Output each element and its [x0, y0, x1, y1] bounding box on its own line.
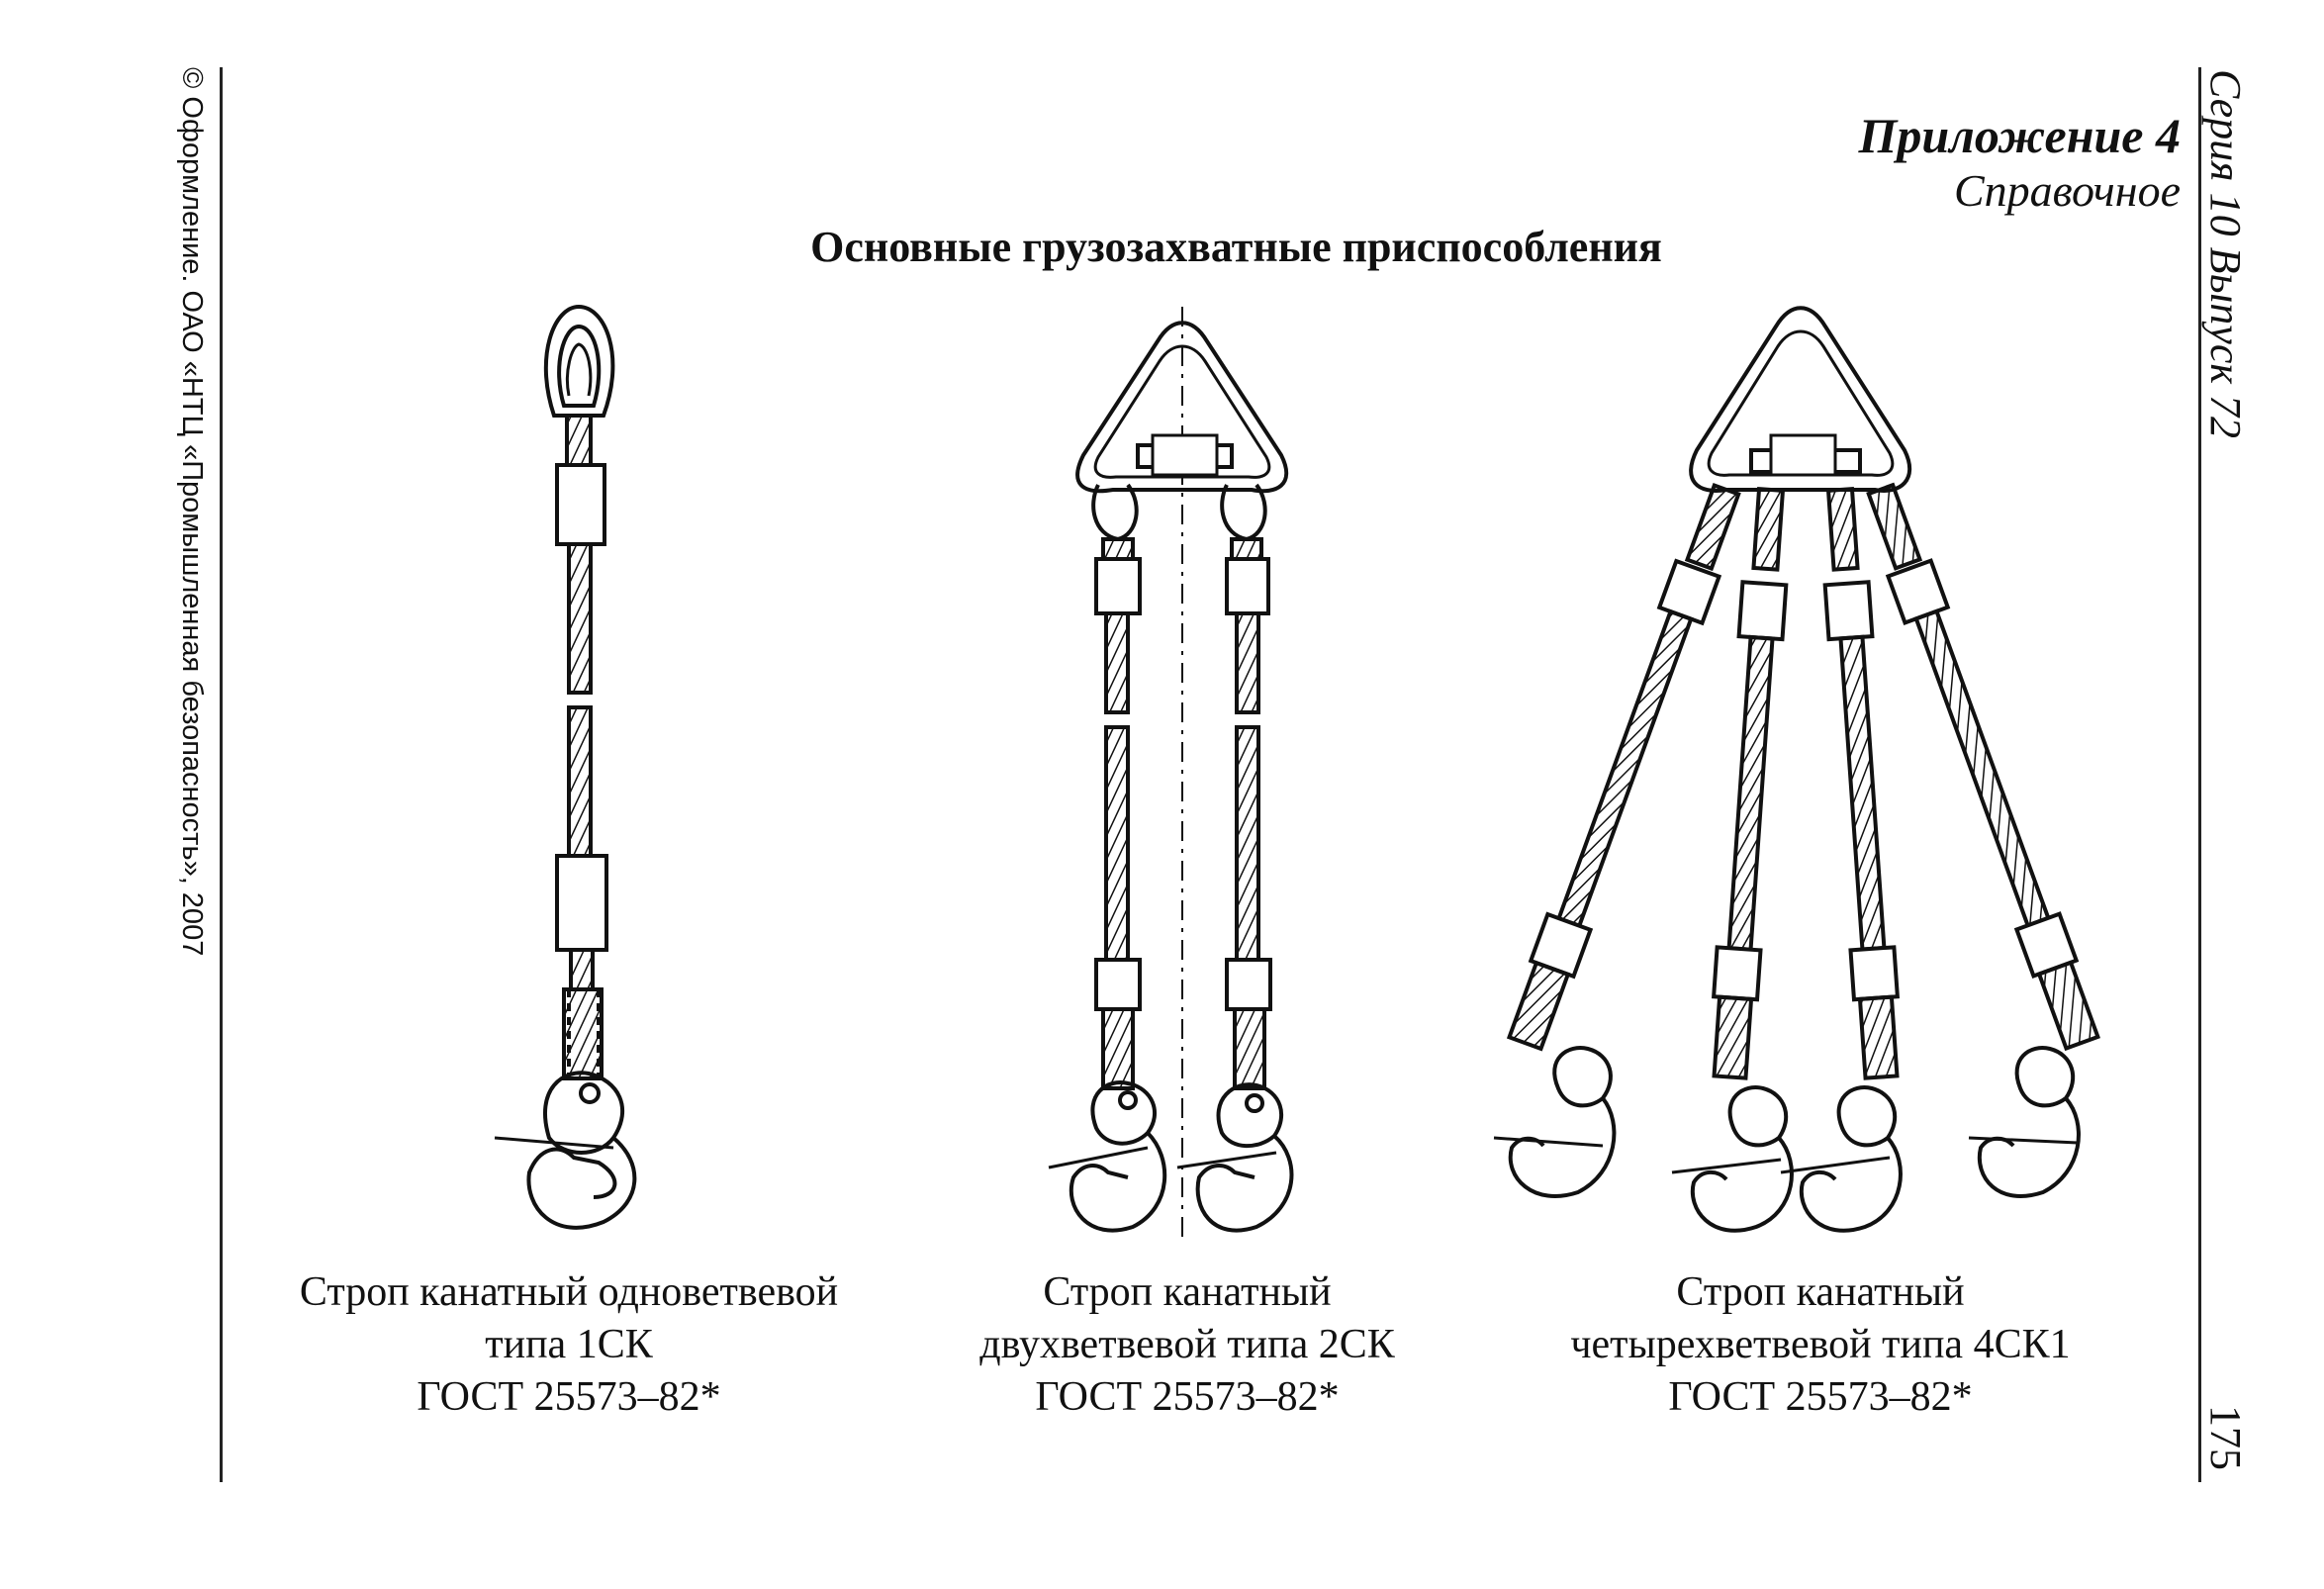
caption-2ck-line-2: двухветвевой типа 2СК — [979, 1322, 1395, 1367]
caption-1ck: Строп канатный одноветвевой типа 1СК ГОС… — [232, 1266, 905, 1424]
caption-4ck1-line-3: ГОСТ 25573–82* — [1668, 1374, 1973, 1420]
sling-2ck-figure — [1048, 307, 1294, 1237]
reference-label: Справочное — [1953, 165, 2181, 216]
caption-4ck1-line-1: Строп канатный — [1676, 1269, 1965, 1315]
caption-1ck-line-3: ГОСТ 25573–82* — [417, 1374, 721, 1420]
sling-1ck-figure — [494, 304, 637, 1230]
page-title: Основные грузозахватные приспособления — [810, 223, 1662, 271]
caption-2ck: Строп канатный двухветвевой типа 2СК ГОС… — [871, 1266, 1504, 1424]
appendix-label: Приложение 4 — [1858, 108, 2181, 163]
caption-2ck-line-1: Строп канатный — [1043, 1269, 1332, 1315]
left-margin-rule — [220, 67, 223, 1482]
caption-4ck1-line-2: четырехветвевой типа 4СК1 — [1570, 1322, 2071, 1367]
caption-4ck1: Строп канатный четырехветвевой типа 4СК1… — [1484, 1266, 2157, 1424]
right-margin-rule — [2198, 67, 2201, 1482]
sling-4ck1-figure — [1493, 306, 2100, 1233]
caption-1ck-line-1: Строп канатный одноветвевой — [299, 1269, 839, 1315]
caption-1ck-line-2: типа 1СК — [485, 1322, 653, 1367]
caption-2ck-line-3: ГОСТ 25573–82* — [1035, 1374, 1340, 1420]
